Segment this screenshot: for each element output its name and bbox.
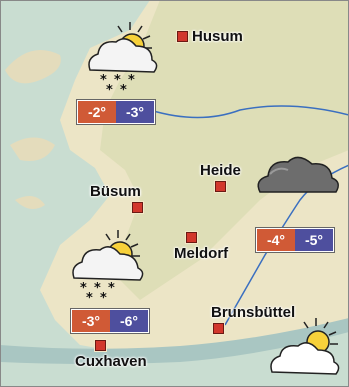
svg-text:*: * bbox=[106, 83, 113, 98]
temperature-box-south: -3° -6° bbox=[71, 309, 149, 333]
river-elbe bbox=[0, 318, 349, 364]
temperature-low: -2° bbox=[78, 101, 116, 123]
svg-text:*: * bbox=[94, 281, 101, 296]
sun-cloud-snow-icon: *** ** bbox=[88, 22, 158, 98]
city-heide: Heide bbox=[200, 162, 241, 192]
svg-text:*: * bbox=[100, 73, 107, 88]
city-meldorf: Meldorf bbox=[174, 232, 228, 262]
city-marker bbox=[213, 323, 224, 334]
svg-text:*: * bbox=[100, 291, 107, 306]
city-label: Husum bbox=[192, 28, 243, 45]
svg-text:*: * bbox=[128, 73, 135, 88]
island bbox=[10, 137, 55, 161]
city-marker bbox=[131, 202, 143, 213]
land-area bbox=[100, 0, 349, 300]
city-label: Büsum bbox=[90, 183, 141, 200]
city-husum: Husum bbox=[177, 28, 243, 45]
svg-text:*: * bbox=[114, 73, 121, 88]
svg-text:*: * bbox=[80, 281, 87, 296]
dark-cloud-icon bbox=[257, 156, 339, 193]
island bbox=[15, 196, 45, 209]
city-label: Heide bbox=[200, 162, 241, 179]
temperature-high: -3° bbox=[116, 101, 154, 123]
city-label: Brunsbüttel bbox=[211, 304, 296, 321]
city-label: Meldorf bbox=[174, 245, 229, 262]
svg-text:*: * bbox=[86, 291, 93, 306]
city-marker bbox=[214, 181, 226, 192]
temperature-box-east: -4° -5° bbox=[256, 228, 334, 252]
temperature-low: -4° bbox=[257, 229, 295, 251]
city-label: Cuxhaven bbox=[75, 353, 147, 370]
temperature-box-north: -2° -3° bbox=[77, 100, 155, 124]
svg-text:*: * bbox=[120, 83, 127, 98]
city-cuxhaven: Cuxhaven bbox=[75, 340, 147, 370]
sun-cloud-snow-icon: *** ** bbox=[72, 230, 144, 306]
river-eider bbox=[149, 105, 349, 119]
svg-text:*: * bbox=[108, 281, 115, 296]
sun-cloud-icon bbox=[270, 318, 340, 375]
city-marker bbox=[186, 232, 197, 243]
temperature-low: -3° bbox=[72, 310, 110, 332]
temperature-high: -6° bbox=[110, 310, 148, 332]
city-marker bbox=[177, 31, 188, 42]
city-buesum: Büsum bbox=[90, 183, 143, 213]
island bbox=[5, 50, 61, 84]
temperature-high: -5° bbox=[295, 229, 333, 251]
city-marker bbox=[95, 340, 106, 351]
city-brunsbuettel: Brunsbüttel bbox=[211, 304, 295, 334]
